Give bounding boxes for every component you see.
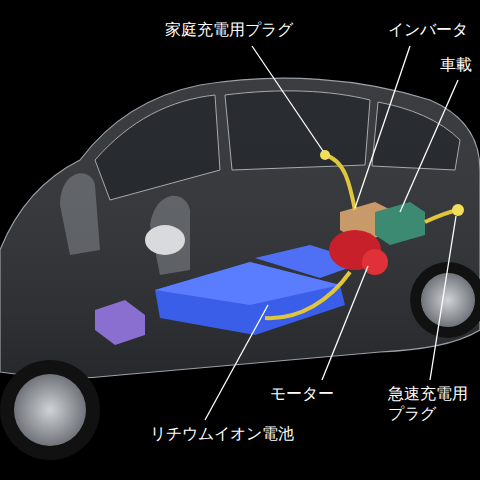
rear-tire: [410, 262, 480, 338]
rear-wheel: [421, 273, 475, 327]
home-plug: [320, 150, 330, 160]
front-wheel: [14, 374, 86, 446]
seat: [60, 173, 100, 255]
part-label: 急速充電用 プラグ: [388, 384, 470, 424]
onboard-charger: [375, 202, 425, 245]
leader-lines: [205, 46, 458, 420]
rear-window: [372, 102, 460, 170]
mirror: [145, 225, 185, 255]
side-window: [225, 91, 370, 170]
front-tire: [0, 360, 100, 460]
windshield: [95, 95, 220, 200]
part-label: リチウムイオン電池: [150, 424, 294, 444]
part-label: インバータ: [388, 20, 468, 40]
part-label: 車載: [440, 55, 472, 75]
quick-plug: [452, 204, 464, 216]
part-label: モーター: [270, 384, 334, 404]
cable: [325, 155, 355, 210]
purple-unit: [95, 300, 145, 345]
part-label: 家庭充電用プラグ: [165, 20, 293, 40]
cable: [265, 272, 350, 318]
car-body: [0, 78, 480, 378]
